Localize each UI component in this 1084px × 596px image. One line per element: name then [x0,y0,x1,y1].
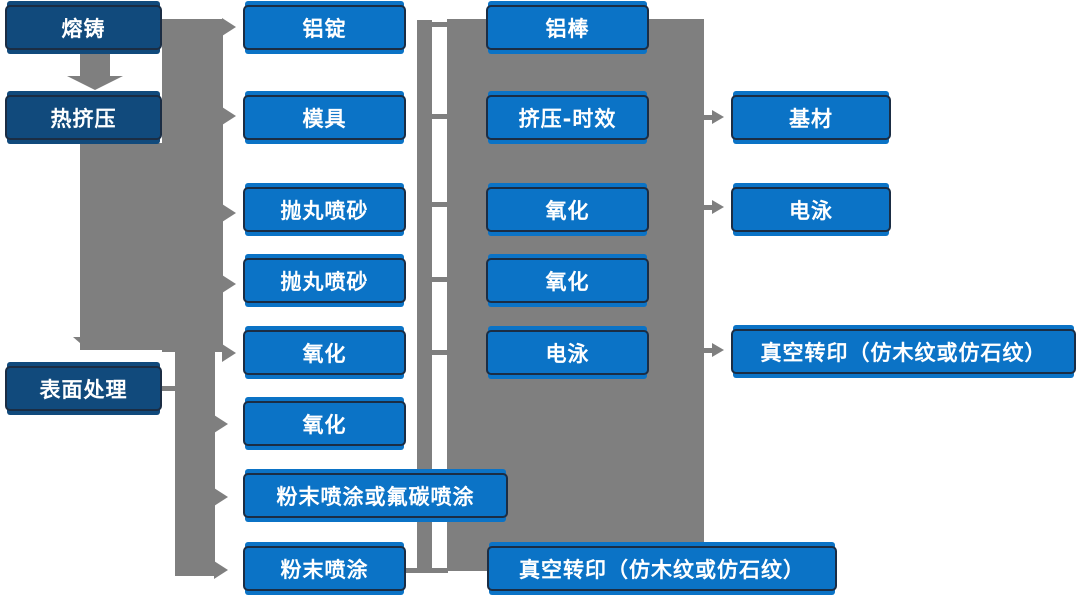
connector-stub-row-oxidation1 [431,202,448,207]
arrow-right-to-powder-fluoro-icon [214,488,228,506]
node-shot-blasting-2: 抛丸喷砂 [243,258,406,303]
node-mold: 模具 [243,95,406,140]
arrow-down-to-hot-extrusion-icon [67,76,123,90]
node-vacuum-transfer-c4: 真空转印（仿木纹或仿石纹） [731,329,1076,374]
node-electrophoresis-c3: 电泳 [486,330,649,375]
arrow-right-to-oxidation-c2-2-icon [214,415,228,433]
connector-mid-vertical-bar [417,20,432,572]
connector-surface-branch-trunk [175,350,215,576]
connector-stub-row-oxidation2 [431,277,448,282]
node-aluminum-ingot: 铝锭 [243,5,406,50]
node-surface-treatment: 表面处理 [5,366,162,411]
connector-surface-to-trunk-stub [162,386,176,391]
node-aluminum-rod: 铝棒 [486,5,649,50]
node-melting: 熔铸 [5,5,162,50]
connector-stub-to-electrophoresis-c4 [704,205,712,210]
node-powder-coating: 粉末喷涂 [243,546,406,591]
node-vacuum-transfer-c3: 真空转印（仿木纹或仿石纹） [487,546,837,591]
node-extrusion-aging: 挤压-时效 [486,95,649,140]
connector-left-vertical-band [162,19,223,352]
arrow-right-to-mold-icon [222,107,236,125]
node-oxidation-c3-2: 氧化 [486,258,649,303]
connector-melting-down-trunk [80,50,110,77]
arrow-right-to-shot-blasting-1-icon [222,204,236,222]
node-electrophoresis-c4: 电泳 [731,187,891,232]
arrow-right-to-electrophoresis-c4-icon [712,200,724,214]
connector-stub-to-base-material [704,115,712,120]
node-base-material: 基材 [731,95,891,140]
arrow-right-to-vacuum-c4-icon [712,343,724,357]
node-oxidation-c2-1: 氧化 [243,330,406,375]
node-powder-fluorocarbon: 粉末喷涂或氟碳喷涂 [243,473,508,518]
node-oxidation-c3-1: 氧化 [486,187,649,232]
connector-stub-to-vacuum-c4 [704,348,712,353]
node-hot-extrusion: 热挤压 [5,95,162,140]
connector-stub-row-mold [431,114,448,119]
arrow-down-to-surface-treatment-icon [73,337,103,350]
connector-stub-row-ingot [431,22,448,27]
connector-stub-powder-to-vacuum [405,568,448,573]
node-oxidation-c2-2: 氧化 [243,401,406,446]
node-shot-blasting-1: 抛丸喷砂 [243,187,406,232]
arrow-right-to-shot-blasting-2-icon [222,275,236,293]
arrow-right-to-oxidation-c2-1-icon [222,344,236,362]
arrow-right-to-aluminum-ingot-icon [222,18,236,36]
arrow-right-to-powder-coating-icon [214,561,228,579]
arrow-right-to-base-material-icon [712,110,724,124]
connector-left-band-bulge [80,143,163,350]
connector-stub-row-electrophoresis [431,350,448,355]
